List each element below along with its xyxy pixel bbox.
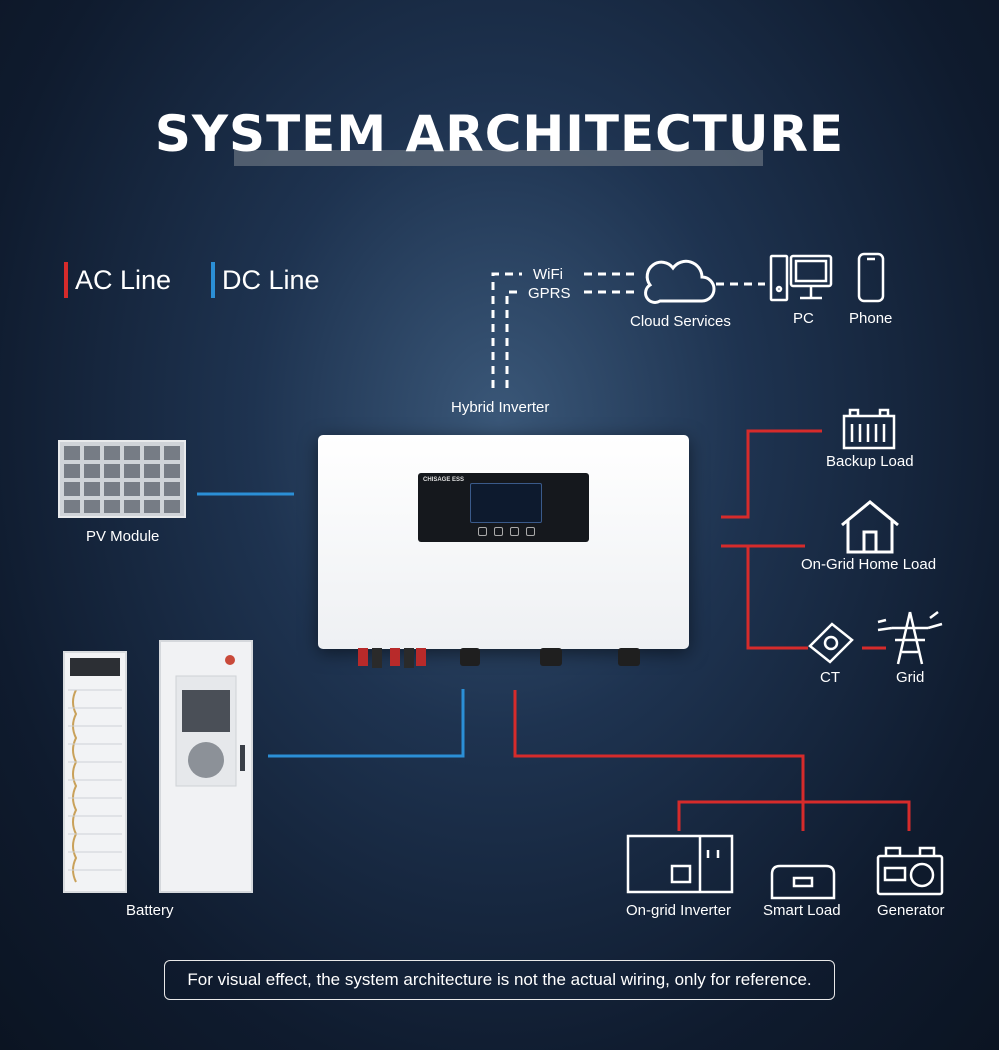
- backup-load-label: Backup Load: [826, 453, 914, 470]
- on-grid-home-load-label: On-Grid Home Load: [801, 556, 937, 573]
- wifi-link: [491, 272, 522, 388]
- page-title: SYSTEM ARCHITECTURE: [154, 105, 845, 163]
- disclaimer-note: For visual effect, the system architectu…: [164, 960, 835, 1000]
- generator-icon: [876, 846, 944, 896]
- phone-label: Phone: [849, 310, 893, 327]
- inverter-brand: CHISAGE ESS: [423, 477, 465, 483]
- home-icon: [841, 500, 899, 554]
- comm-lines: [491, 272, 765, 388]
- ct-label: CT: [820, 669, 840, 686]
- inverter-display: CHISAGE ESS: [418, 473, 589, 542]
- legend-dc-label: DC Line: [222, 264, 320, 295]
- hybrid-inverter-unit: CHISAGE ESS: [318, 435, 689, 649]
- hybrid-inverter-label: Hybrid Inverter: [451, 399, 550, 416]
- backup-load-icon: [842, 408, 896, 450]
- pv-module-label: PV Module: [86, 528, 160, 545]
- on-grid-inverter-icon: [626, 834, 734, 894]
- inverter-lcd: [470, 483, 542, 523]
- title-wrap: SYSTEM ARCHITECTURE: [0, 105, 999, 163]
- battery-label: Battery: [126, 902, 174, 919]
- dc-line-marker: [211, 262, 215, 298]
- grid-tower-icon: [877, 611, 943, 665]
- inverter-connectors: [350, 648, 640, 670]
- legend-ac-label: AC Line: [75, 264, 172, 295]
- gprs-label: GPRS: [528, 285, 571, 302]
- backup-ac-line: [721, 429, 822, 519]
- pc-label: PC: [793, 310, 814, 327]
- dc-lines: [197, 492, 465, 758]
- gprs-link: [505, 290, 522, 388]
- ac-lines: [513, 429, 911, 831]
- phone-icon: [857, 252, 885, 303]
- generator-label: Generator: [877, 902, 945, 919]
- legend-ac: AC Line: [64, 262, 171, 298]
- ct-ac-line: [746, 546, 808, 650]
- smart-load-label: Smart Load: [763, 902, 841, 919]
- gen-branch-line: [677, 800, 911, 831]
- ac-line-marker: [64, 262, 68, 298]
- battery-cabinet-icon: [159, 640, 253, 893]
- title-underline: [234, 150, 763, 166]
- disclaimer-text: For visual effect, the system architectu…: [187, 970, 812, 989]
- on-grid-inverter-label: On-grid Inverter: [626, 902, 732, 919]
- battery-rack-icon: [63, 651, 127, 893]
- battery-dc-line: [268, 689, 465, 758]
- inverter-buttons: [478, 527, 535, 536]
- pc-icon: [769, 254, 833, 302]
- grid-label: Grid: [896, 669, 925, 686]
- pv-module-icon: [58, 440, 186, 518]
- cloud-icon: [644, 259, 716, 304]
- legend-dc: DC Line: [211, 262, 320, 298]
- smart-load-icon: [770, 864, 836, 900]
- gen-bus-line: [513, 690, 805, 831]
- cloud-services-label: Cloud Services: [630, 313, 731, 330]
- ct-icon: [808, 622, 854, 664]
- wifi-label: WiFi: [533, 266, 563, 283]
